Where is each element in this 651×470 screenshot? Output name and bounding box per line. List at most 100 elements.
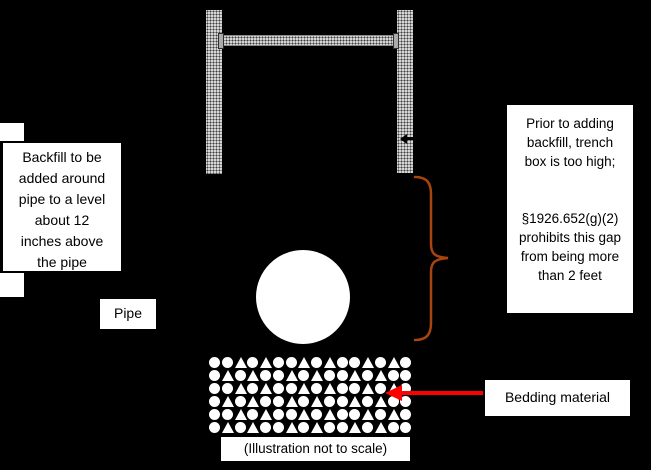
bedding-gravel-circle (221, 357, 233, 368)
bedding-gravel-circle (311, 357, 322, 368)
regulation-note-callout: Prior to adding backfill, trench box is … (505, 103, 635, 315)
bedding-gravel-circle (374, 357, 386, 368)
gap-marker-arrow-icon (400, 134, 414, 144)
bedding-gravel-triangle (311, 396, 323, 407)
bedding-gravel-triangle (374, 396, 387, 407)
bedding-gravel-circle (387, 370, 399, 381)
pipe-circle (256, 250, 350, 344)
bedding-gravel-circle (323, 422, 335, 433)
bedding-gravel-circle (247, 383, 259, 394)
bedding-gravel-triangle (362, 409, 374, 420)
bedding-gravel-triangle (234, 383, 247, 394)
bedding-gravel-circle (209, 357, 220, 368)
bedding-gravel-triangle (298, 357, 311, 368)
bedding-gravel-circle (400, 396, 412, 407)
bedding-gravel-triangle (387, 409, 400, 420)
bedding-gravel-circle (234, 370, 246, 381)
gap-curly-brace (413, 175, 449, 342)
bedding-gravel-circle (298, 370, 310, 381)
bedding-gravel-triangle (221, 422, 234, 433)
bedding-gravel-circle (209, 383, 220, 394)
bedding-gravel-circle (336, 357, 348, 368)
bedding-gravel-circle (336, 370, 348, 381)
bedding-gravel-circle (298, 422, 310, 433)
bedding-gravel-circle (272, 396, 284, 407)
bedding-gravel-triangle (221, 396, 234, 407)
pipe-label-callout: Pipe (98, 297, 158, 331)
gap-arrow-head-icon (400, 134, 407, 144)
bedding-gravel-triangle (260, 383, 272, 394)
curly-brace-path (413, 175, 449, 342)
bedding-gravel-circle (209, 422, 220, 433)
bedding-gravel-circle (323, 370, 335, 381)
bedding-gravel-triangle (298, 409, 311, 420)
bedding-gravel-triangle (247, 396, 260, 407)
bedding-gravel-circle (362, 370, 373, 381)
bedding-gravel-triangle (349, 396, 362, 407)
bedding-gravel-circle (311, 383, 322, 394)
bedding-gravel-triangle (311, 370, 323, 381)
bedding-gravel-circle (362, 422, 373, 433)
bedding-pointer-arrow (385, 385, 483, 401)
red-arrow-tail (401, 391, 483, 395)
bedding-gravel-circle (234, 396, 246, 407)
bedding-gravel-circle (336, 409, 348, 420)
bedding-gravel-circle (374, 409, 386, 420)
bedding-gravel-triangle (247, 370, 260, 381)
brace-end-cap-left (218, 33, 224, 49)
bedding-gravel-triangle (260, 409, 272, 420)
bedding-gravel-circle (260, 422, 271, 433)
bedding-gravel-circle (400, 370, 412, 381)
bedding-gravel-triangle (234, 409, 247, 420)
bedding-gravel-circle (285, 357, 297, 368)
bedding-gravel-circle (336, 383, 348, 394)
bedding-gravel-circle (400, 409, 412, 420)
bedding-gravel-triangle (323, 383, 336, 394)
bedding-gravel-circle (349, 383, 361, 394)
brace-end-cap-right (393, 33, 399, 49)
bedding-gravel-circle (272, 357, 284, 368)
bedding-gravel-triangle (323, 357, 336, 368)
bedding-gravel-circle (323, 396, 335, 407)
bedding-gravel-triangle (298, 383, 311, 394)
bedding-gravel-circle (234, 422, 246, 433)
bedding-gravel-triangle (311, 422, 323, 433)
bedding-gravel-circle (247, 357, 259, 368)
partial-white-box-bottom (0, 273, 24, 297)
bedding-gravel-triangle (349, 422, 362, 433)
bedding-gravel-circle (387, 396, 399, 407)
bedding-gravel-circle (272, 409, 284, 420)
bedding-gravel-triangle (374, 370, 387, 381)
gap-arrow-tail (407, 137, 413, 140)
bedding-gravel-circle (336, 396, 348, 407)
bedding-gravel-circle (298, 396, 310, 407)
trench-box-left-wall (206, 10, 222, 174)
bedding-gravel-triangle (374, 422, 387, 433)
bedding-gravel-circle (221, 383, 233, 394)
bedding-gravel-triangle (387, 357, 400, 368)
bedding-gravel-circle (272, 370, 284, 381)
bedding-gravel-triangle (260, 357, 272, 368)
bedding-gravel-triangle (221, 370, 234, 381)
scale-note-callout: (Illustration not to scale) (219, 435, 412, 463)
bedding-gravel-circle (311, 409, 322, 420)
bedding-gravel-circle (209, 396, 220, 407)
bedding-gravel-triangle (285, 396, 298, 407)
trench-box-right-wall (397, 10, 413, 173)
bedding-gravel-circle (260, 370, 271, 381)
bedding-gravel-circle (400, 357, 412, 368)
bedding-gravel-triangle (247, 422, 260, 433)
bedding-gravel-circle (387, 422, 399, 433)
bedding-gravel-circle (285, 383, 297, 394)
bedding-label-callout: Bedding material (483, 378, 632, 418)
bedding-gravel-circle (349, 409, 361, 420)
bedding-gravel-triangle (285, 422, 298, 433)
bedding-gravel-circle (400, 422, 412, 433)
bedding-gravel-triangle (234, 357, 247, 368)
bedding-gravel-circle (362, 396, 373, 407)
bedding-gravel-circle (260, 396, 271, 407)
bedding-gravel-circle (374, 383, 386, 394)
bedding-gravel-triangle (362, 383, 374, 394)
bedding-gravel-triangle (323, 409, 336, 420)
